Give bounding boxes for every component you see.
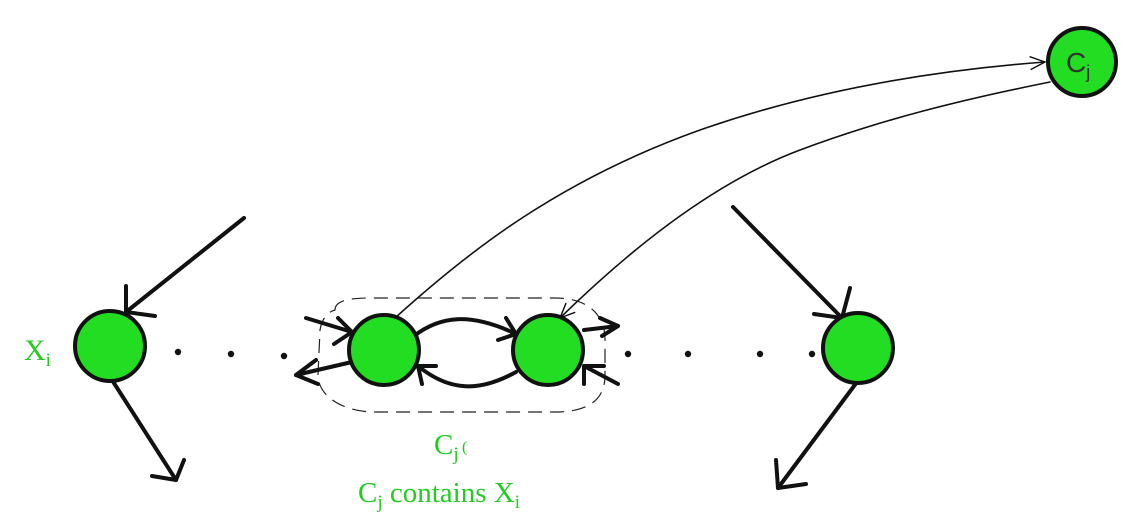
edge-into-left-node	[124, 216, 246, 318]
edge-into-right-node	[731, 205, 852, 320]
component-label: Cj	[434, 429, 459, 465]
component-outline	[317, 297, 606, 413]
edge-into-component-left	[304, 316, 354, 346]
edge-out-right-node	[774, 380, 859, 490]
ellipsis-left	[174, 348, 288, 360]
ellipsis-right	[624, 350, 816, 358]
top-right-node-label: Cj	[1066, 47, 1090, 82]
node-component-b	[511, 313, 585, 387]
edge-from-top-right	[559, 81, 1051, 319]
edge-to-top-right	[394, 56, 1046, 319]
node-right	[821, 311, 895, 385]
node-component-a	[347, 313, 421, 387]
edge-out-component-right	[582, 316, 620, 338]
edge-out-left-node	[110, 378, 186, 482]
node-top-right	[1046, 26, 1118, 98]
component-label-mark: (	[462, 439, 467, 456]
caption: Cj contains Xi	[358, 477, 520, 513]
left-node-label: Xi	[24, 334, 51, 371]
edge-into-component-right	[582, 364, 620, 386]
edge-inner-forward	[412, 316, 518, 342]
node-left	[73, 309, 147, 383]
edge-out-component-left	[294, 358, 354, 386]
edge-inner-backward	[416, 364, 518, 389]
